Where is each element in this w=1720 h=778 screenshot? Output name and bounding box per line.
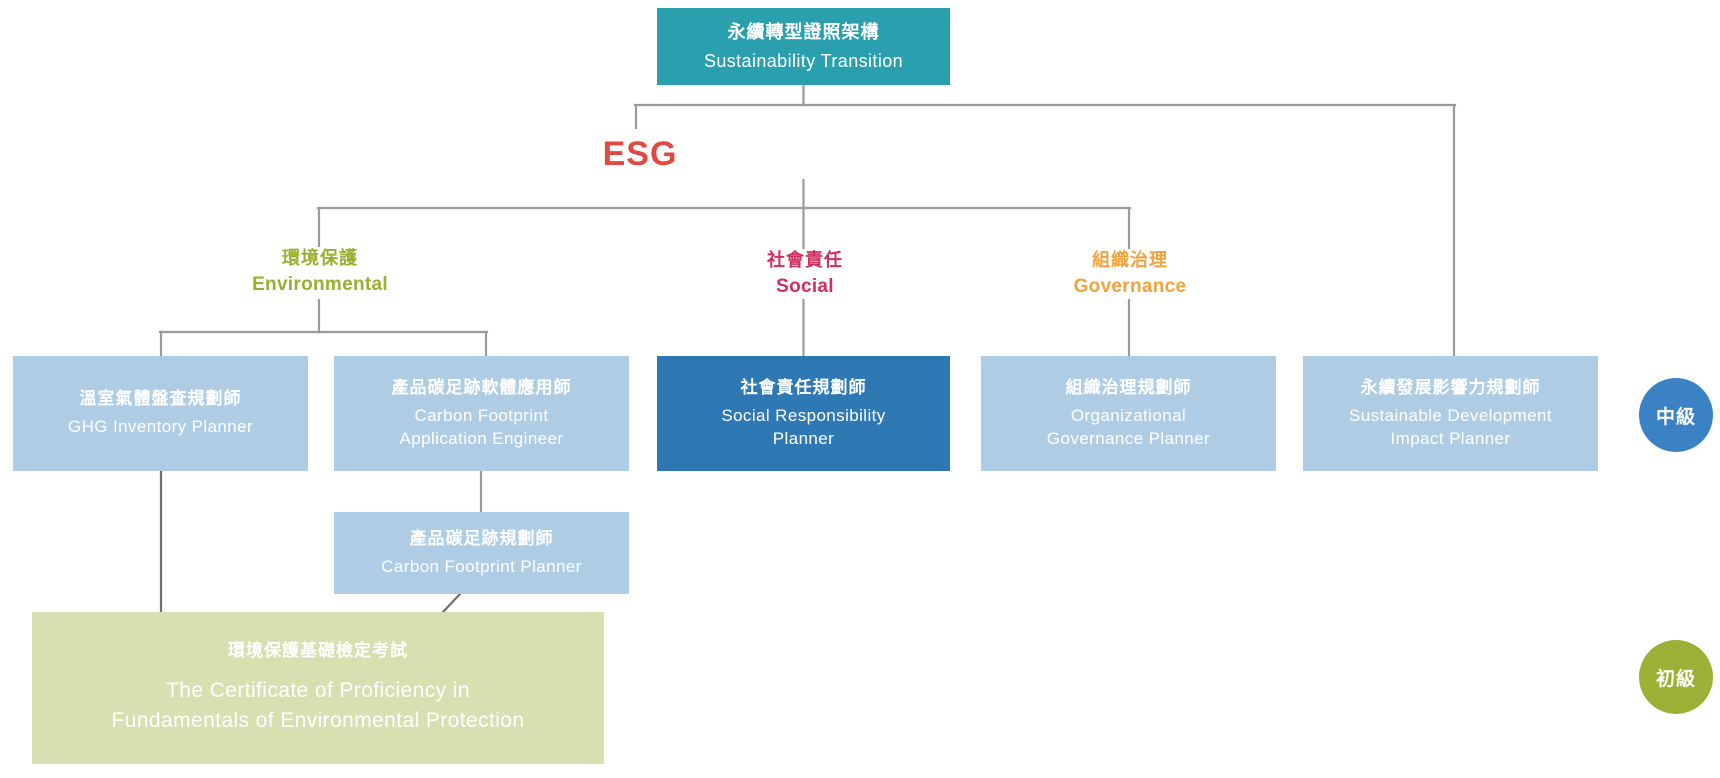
cert-en: GHG Inventory Planner xyxy=(67,417,254,437)
node-organizational-governance-planner[interactable]: 組織治理規劃師 Organizational Governance Planne… xyxy=(981,356,1276,471)
pillar-social-en: Social xyxy=(776,276,834,298)
exam-en-line2: Fundamentals of Environmental Protection xyxy=(111,709,525,733)
cert-en: Carbon Footprint Planner xyxy=(381,556,582,576)
cert-en-line2: Impact Planner xyxy=(1390,428,1511,448)
connector-cfp-to-exam xyxy=(441,592,462,614)
cert-zh: 產品碳足跡軟體應用師 xyxy=(391,378,572,398)
cert-zh: 社會責任規劃師 xyxy=(740,378,867,398)
cert-en-line1: Sustainable Development xyxy=(1349,406,1552,426)
node-sustainability-transition[interactable]: 永續轉型證照架構 Sustainability Transition xyxy=(657,8,950,85)
pillar-governance: 組織治理 Governance xyxy=(1000,247,1260,301)
node-title-en: Sustainability Transition xyxy=(703,50,904,71)
pillar-social: 社會責任 Social xyxy=(675,247,935,301)
node-title-zh: 永續轉型證照架構 xyxy=(727,22,880,43)
node-ghg-inventory-planner[interactable]: 溫室氣體盤查規劃師 GHG Inventory Planner xyxy=(13,356,308,471)
cert-en-line1: Organizational xyxy=(1070,406,1187,426)
cert-en-line2: Planner xyxy=(772,428,835,448)
pillar-environmental-zh: 環境保護 xyxy=(282,248,358,268)
node-carbon-footprint-application-engineer[interactable]: 產品碳足跡軟體應用師 Carbon Footprint Application … xyxy=(334,356,629,471)
cert-zh: 產品碳足跡規劃師 xyxy=(409,528,554,548)
level-badge-intermediate-label: 中級 xyxy=(1655,406,1696,428)
node-carbon-footprint-planner[interactable]: 產品碳足跡規劃師 Carbon Footprint Planner xyxy=(334,512,629,594)
exam-en-line1: The Certificate of Proficiency in xyxy=(166,679,470,703)
pillar-governance-zh: 組織治理 xyxy=(1092,250,1168,270)
level-badge-basic-label: 初級 xyxy=(1655,668,1696,690)
pillar-environmental-en: Environmental xyxy=(252,274,388,296)
cert-en-line1: Social Responsibility xyxy=(721,406,886,426)
cert-zh: 永續發展影響力規劃師 xyxy=(1360,378,1541,398)
cert-en-line2: Application Engineer xyxy=(399,428,564,448)
esg-label: ESG xyxy=(602,135,678,173)
node-environmental-protection-fundamentals-exam[interactable]: 環境保護基礎檢定考試 The Certificate of Proficienc… xyxy=(32,612,604,764)
exam-zh: 環境保護基礎檢定考試 xyxy=(228,641,408,661)
level-badge-basic: 初級 xyxy=(1639,640,1713,714)
node-social-responsibility-planner[interactable]: 社會責任規劃師 Social Responsibility Planner xyxy=(657,356,950,471)
level-badge-intermediate: 中級 xyxy=(1639,378,1713,452)
cert-en-line1: Carbon Footprint xyxy=(414,406,549,426)
cert-zh: 溫室氣體盤查規劃師 xyxy=(79,389,242,409)
cert-zh: 組織治理規劃師 xyxy=(1065,378,1192,398)
pillar-governance-en: Governance xyxy=(1073,276,1187,298)
pillar-social-zh: 社會責任 xyxy=(767,250,843,270)
pillar-environmental: 環境保護 Environmental xyxy=(190,245,450,299)
cert-en-line2: Governance Planner xyxy=(1046,428,1211,448)
node-sustainable-development-impact-planner[interactable]: 永續發展影響力規劃師 Sustainable Development Impac… xyxy=(1303,356,1598,471)
